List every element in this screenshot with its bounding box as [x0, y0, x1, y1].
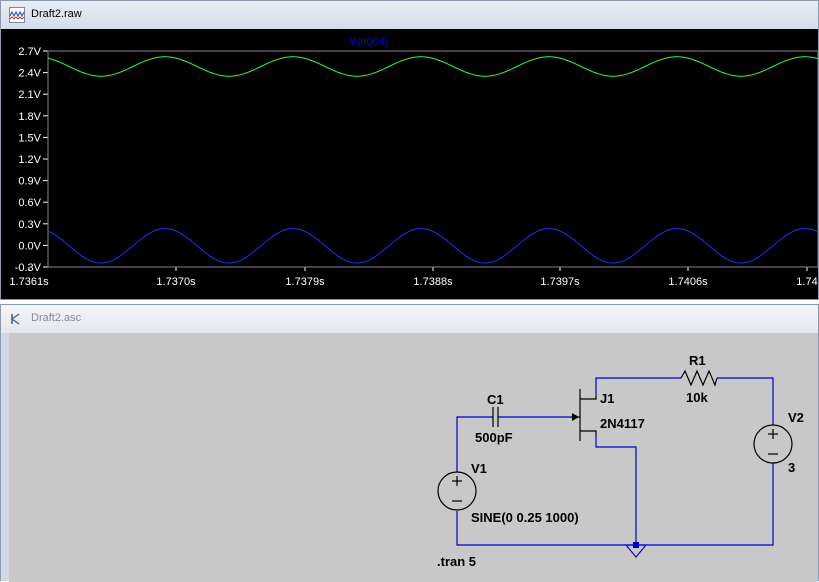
x-tick-label: 1.7406s	[668, 276, 708, 288]
y-tick-label: 0.6V	[18, 197, 41, 209]
schematic-window[interactable]: Draft2.asc	[0, 304, 819, 582]
y-tick-label: 2.4V	[18, 68, 41, 80]
x-axis: 1.7361s 1.7370s 1.7379s 1.7388s 1.7397s 1.740…	[9, 267, 818, 288]
x-tick-label: 1.7388s	[413, 276, 453, 288]
j1-value[interactable]: 2N4117	[600, 416, 645, 431]
waveform-titlebar[interactable]: Draft2.raw	[1, 1, 818, 29]
r1-value[interactable]: 10k	[686, 390, 708, 405]
v2-value[interactable]: 3	[788, 460, 795, 475]
y-tick-label: 1.8V	[18, 111, 41, 123]
voltage-source-v2[interactable]	[753, 424, 793, 464]
capacitor-c1[interactable]	[492, 407, 499, 427]
schematic-titlebar[interactable]: Draft2.asc	[1, 305, 818, 333]
y-tick-label: 2.1V	[18, 89, 41, 101]
voltage-source-v1[interactable]	[437, 471, 477, 511]
plot-area[interactable]	[47, 50, 818, 268]
v2-name[interactable]: V2	[788, 410, 804, 425]
wires[interactable]	[456, 377, 774, 546]
x-tick-label: 1.7379s	[285, 276, 325, 288]
y-tick-label: 2.7V	[18, 46, 41, 58]
schematic-icon	[11, 313, 20, 325]
x-tick-label: 1.7397s	[540, 276, 580, 288]
j1-name[interactable]: J1	[600, 391, 614, 406]
c1-name[interactable]: C1	[487, 392, 504, 407]
x-tick-label: 1.7361s	[9, 276, 49, 288]
waveform-icon	[9, 7, 25, 23]
jfet-j1[interactable]	[571, 389, 597, 441]
waveform-window[interactable]: Draft2.raw V(n004) 2.7V 2.4V 2.1V 1.8V 1.5V 1…	[0, 0, 819, 300]
y-tick-label: 0.3V	[18, 219, 41, 231]
v1-name[interactable]: V1	[471, 461, 487, 476]
trace-green	[47, 56, 818, 77]
resistor-r1[interactable]	[680, 369, 718, 387]
schematic-canvas[interactable]: C1 500pF J1 2N4117 R1 10k V1 SINE(0 0.25…	[9, 333, 818, 582]
x-tick-label: 1.74	[796, 276, 817, 288]
c1-value[interactable]: 500pF	[475, 430, 513, 445]
trace-label[interactable]: V(n004)	[349, 36, 388, 48]
ground-symbol[interactable]	[624, 542, 648, 558]
waveform-plot[interactable]: V(n004) 2.7V 2.4V 2.1V 1.8V 1.5V 1.2V 0.9V 0.6V…	[1, 29, 818, 299]
v1-value[interactable]: SINE(0 0.25 1000)	[471, 510, 579, 525]
y-tick-label: 0.0V	[18, 240, 41, 252]
x-tick-label: 1.7370s	[156, 276, 196, 288]
y-tick-label: 1.5V	[18, 132, 41, 144]
trace-blue	[47, 228, 818, 264]
y-tick-label: 1.2V	[18, 154, 41, 166]
schematic-title: Draft2.asc	[31, 312, 82, 324]
y-axis: 2.7V 2.4V 2.1V 1.8V 1.5V 1.2V 0.9V 0.6V 0.3V 0.0V…	[15, 46, 48, 274]
y-tick-label: -0.3V	[15, 262, 42, 274]
waveform-title: Draft2.raw	[31, 8, 82, 20]
spice-directive[interactable]: .tran 5	[437, 554, 476, 569]
r1-name[interactable]: R1	[689, 353, 706, 368]
y-tick-label: 0.9V	[18, 176, 41, 188]
